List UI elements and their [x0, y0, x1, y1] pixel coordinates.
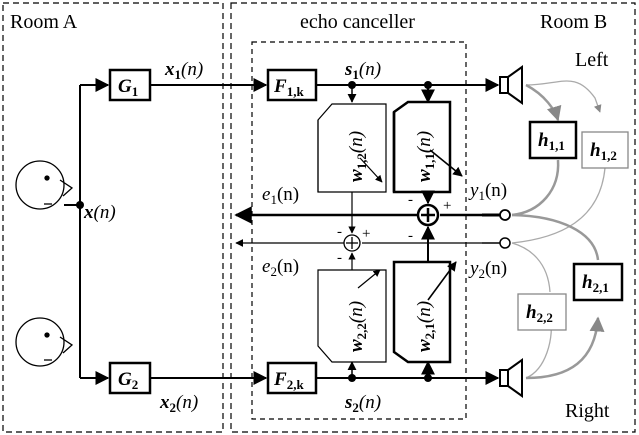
loudspeaker-right-icon [499, 358, 523, 398]
talker-face-bottom-icon [15, 317, 74, 367]
s1-label: s1(n) [344, 59, 381, 82]
f1-block [266, 68, 318, 102]
loudspeaker-left-icon [499, 65, 523, 105]
sum2-plus: + [362, 226, 370, 242]
g1-label: G1 [118, 76, 138, 99]
g2-label: G2 [118, 369, 138, 392]
sum-node-2 [343, 234, 361, 252]
h11-block [528, 120, 578, 160]
e1-label: e1(n) [262, 184, 299, 207]
f2-label: F2,k [273, 369, 304, 392]
room-b-frame [230, 2, 636, 433]
h21-block [572, 262, 624, 302]
sum2-minus-bottom: - [337, 250, 342, 266]
y2-label: y2(n) [468, 258, 507, 281]
w12-label: w1,2(n) [346, 131, 369, 182]
f2-block [266, 361, 318, 395]
h11-label: h1,1 [538, 130, 565, 153]
f1-label: F1,k [273, 76, 304, 99]
x2-label: x2(n) [159, 392, 198, 415]
x1-label: x1(n) [164, 59, 203, 82]
source-junction [76, 201, 84, 209]
echo-canceller-frame [251, 41, 467, 420]
left-label: Left [575, 49, 609, 71]
w21-block: w2,1(n) [392, 260, 457, 364]
e2-label: e2(n) [262, 256, 299, 279]
w22-label: w2,2(n) [346, 301, 369, 352]
w11-label: w1,1(n) [414, 131, 437, 182]
y1-label: y1(n) [468, 180, 507, 203]
w12-block: w1,2(n) [317, 103, 387, 193]
h12-block [581, 131, 629, 169]
w21-label: w2,1(n) [414, 301, 437, 352]
sum-node-1 [416, 203, 440, 227]
room-b-label: Room B [540, 11, 607, 33]
sum1-minus-top: - [408, 192, 413, 208]
sum1-plus: + [443, 198, 451, 214]
microphone-1-icon [482, 209, 511, 221]
w22-block: w2,2(n) [317, 269, 387, 363]
w11-block: w1,1(n) [392, 100, 463, 194]
h22-block [517, 293, 567, 331]
h12-label: h1,2 [590, 140, 617, 163]
g2-block [108, 361, 152, 395]
x-label: x(n) [83, 202, 116, 223]
acoustic-paths [511, 80, 606, 380]
room-a-frame [2, 2, 224, 433]
sum2-minus-top: - [337, 224, 342, 240]
room-a-label: Room A [10, 11, 78, 33]
echo-canceller-title: echo canceller [300, 11, 415, 33]
right-label: Right [565, 400, 610, 422]
talker-face-top-icon [15, 160, 74, 210]
sum1-minus-bottom: - [408, 228, 413, 244]
s2-label: s2(n) [344, 392, 381, 415]
g1-block [108, 68, 152, 102]
source-wires [64, 78, 110, 385]
h22-label: h2,2 [526, 302, 553, 325]
h21-label: h2,1 [582, 272, 609, 295]
microphone-2-icon [482, 237, 511, 249]
